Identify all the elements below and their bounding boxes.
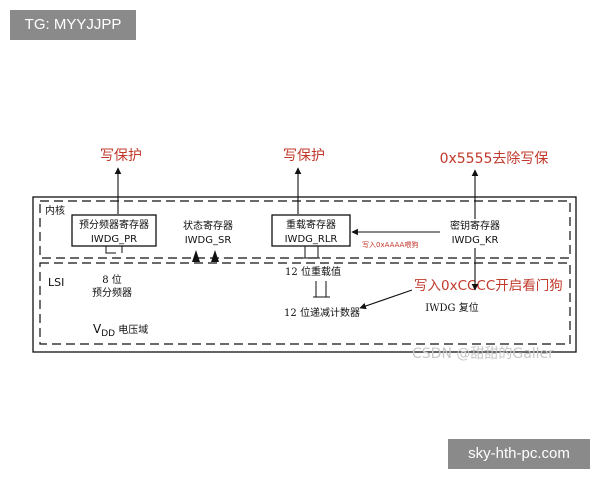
prescaler-register-name: IWDG_PR [91, 234, 137, 245]
site-label: sky-hth-pc.com [448, 439, 590, 469]
vdd-label: VDD 电压域 [93, 322, 148, 339]
key-register-title: 密钥寄存器 [450, 219, 500, 232]
prescaler-connector [105, 246, 123, 254]
status-arrow-right [211, 250, 219, 262]
vdd-region [39, 262, 571, 345]
kr-remove-protect-note: 0x5555去除写保 [440, 151, 549, 167]
reload-to-counter-connector [313, 281, 330, 298]
cccc-start-note: 写入0xCCCC开启看门狗 [414, 278, 563, 294]
reload-register-box [271, 214, 351, 247]
prescaler-bits-label: 8 位 [102, 273, 122, 286]
prescaler-register-box [71, 214, 157, 247]
reload-value-label: 12 位重载值 [285, 265, 341, 278]
aaaa-feed-note: 写入0xAAAA喂狗 [362, 240, 418, 249]
pr-write-protect-note: 写保护 [100, 148, 142, 164]
status-register-title: 状态寄存器 [183, 219, 233, 232]
core-label: 内核 [45, 204, 65, 217]
csdn-watermark: CSDN @甜甜的Galler [412, 346, 554, 362]
outer-frame [32, 196, 577, 353]
reset-label: IWDG 复位 [425, 301, 478, 314]
tg-label: TG: MYYJJPP [10, 10, 136, 40]
prescaler-register-title: 预分频器寄存器 [79, 218, 149, 231]
reload-register-name: IWDG_RLR [285, 234, 338, 245]
reload-connector [303, 246, 320, 259]
cccc-to-counter-arrow [359, 289, 413, 310]
lsi-label: LSI [48, 276, 64, 289]
key-register-name: IWDG_KR [452, 235, 499, 246]
status-register-name: IWDG_SR [185, 235, 232, 246]
rlr-write-protect-note: 写保护 [283, 148, 325, 164]
status-arrow-left [192, 250, 200, 262]
reload-register-title: 重载寄存器 [286, 218, 336, 231]
counter-label: 12 位递减计数器 [284, 306, 360, 319]
prescaler-block-label: 预分频器 [92, 286, 132, 299]
